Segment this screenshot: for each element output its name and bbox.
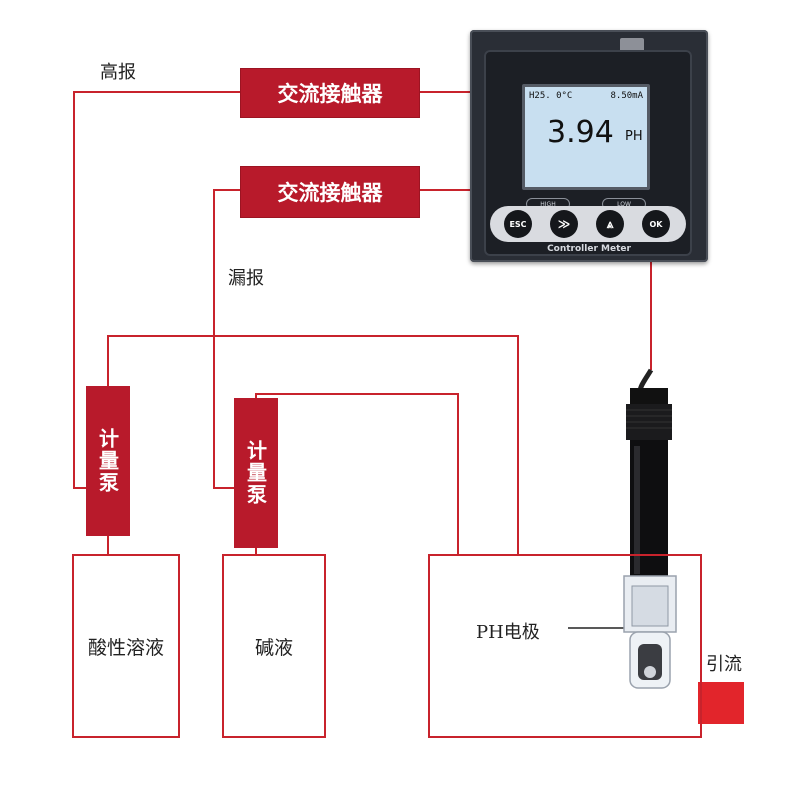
lcd-current: 8.50mA <box>610 91 643 101</box>
wire-pump2-to-tank <box>255 393 459 554</box>
up-button[interactable]: ⩓ <box>596 210 624 238</box>
ph-electrode-label: PH电极 <box>476 622 540 643</box>
metering-pump-2: 计量泵 <box>234 398 278 548</box>
lcd-ph-value: 3.94 <box>547 115 614 150</box>
meter-keypad: ESC ≫ ⩓ OK <box>490 206 686 242</box>
leak-alarm-label: 漏报 <box>228 268 264 289</box>
alkali-solution-tank: 碱液 <box>222 554 326 738</box>
lcd-display: H25. 0°C 8.50mA 3.94 PH <box>522 84 650 190</box>
contactor-box-1: 交流接触器 <box>240 68 420 118</box>
ph-controller-meter: H25. 0°C 8.50mA 3.94 PH HIGH LOW ESC ≫ ⩓… <box>470 30 708 262</box>
ph-electrode <box>623 368 677 689</box>
metering-pump-1: 计量泵 <box>86 386 130 536</box>
high-alarm-label: 高报 <box>100 62 136 83</box>
wire-pump1-to-tank <box>107 335 519 554</box>
ok-button[interactable]: OK <box>642 210 670 238</box>
drain-outlet <box>698 682 744 724</box>
acid-tank-label: 酸性溶液 <box>87 636 164 659</box>
shift-button[interactable]: ≫ <box>550 210 578 238</box>
contactor-box-2: 交流接触器 <box>240 166 420 218</box>
lcd-temperature: H25. 0°C <box>529 91 573 101</box>
drain-label: 引流 <box>706 654 742 675</box>
meter-caption: Controller Meter <box>547 244 631 254</box>
esc-button[interactable]: ESC <box>504 210 532 238</box>
treatment-tank <box>428 554 702 738</box>
meter-face-panel: H25. 0°C 8.50mA 3.94 PH HIGH LOW <box>484 50 692 256</box>
acid-solution-tank: 酸性溶液 <box>72 554 180 738</box>
alkali-tank-label: 碱液 <box>254 636 293 659</box>
lcd-ph-unit: PH <box>625 129 643 144</box>
